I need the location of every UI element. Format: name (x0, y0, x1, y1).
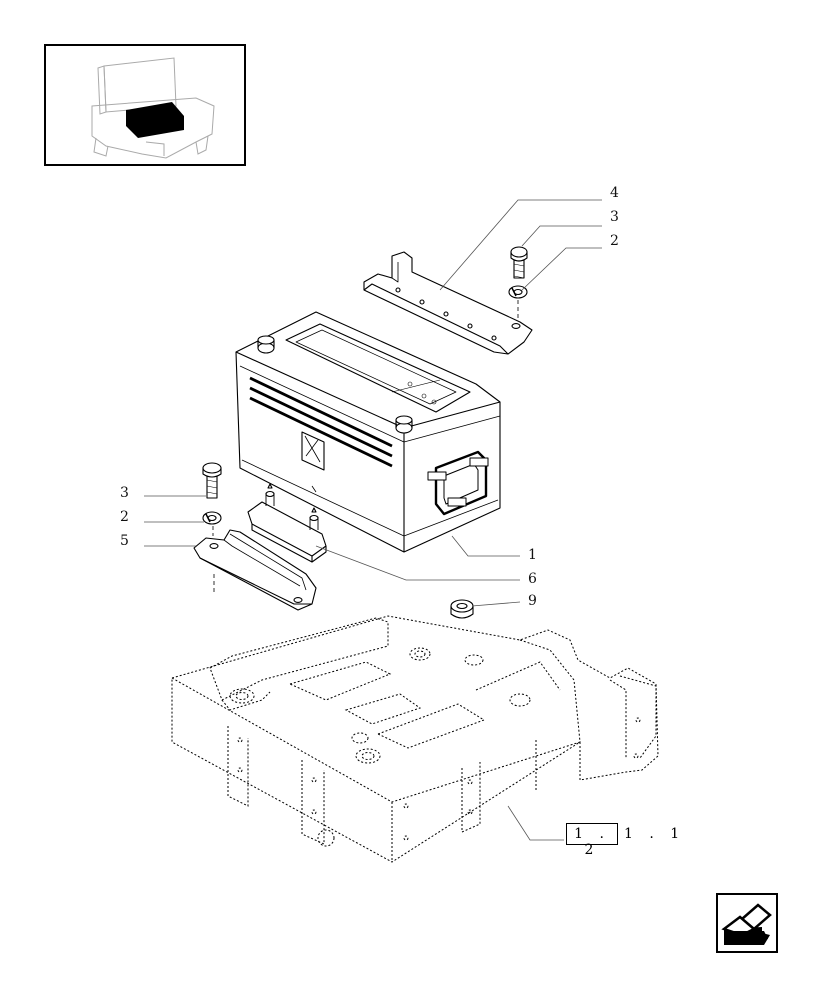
callout-3-upper: 3 (610, 209, 619, 225)
lower-clamp-plate (193, 529, 317, 611)
leader-lines (144, 199, 602, 841)
cross-reference-boxed[interactable]: 1 . 2 (574, 826, 610, 858)
lower-washer (202, 511, 222, 525)
callout-5: 5 (120, 533, 129, 549)
callout-6: 6 (528, 571, 537, 587)
previous-page-arrow-icon (721, 903, 772, 945)
location-thumbnail (44, 44, 246, 166)
upper-bolt (510, 246, 528, 279)
cross-reference-rest: 1 . 1 (624, 826, 686, 842)
locator-block (247, 483, 327, 563)
callout-3-lower: 3 (120, 485, 129, 501)
callout-1: 1 (528, 547, 537, 563)
cross-reference-box[interactable] (566, 823, 618, 845)
battery (235, 311, 501, 553)
callout-4: 4 (610, 185, 619, 201)
callout-9: 9 (528, 593, 537, 609)
callout-2-lower: 2 (120, 509, 129, 525)
location-thumbnail-icon (91, 57, 215, 159)
lower-bolt (202, 462, 222, 499)
top-clamp-bracket (363, 251, 533, 355)
battery-tray-frame (171, 615, 659, 863)
previous-page-button[interactable] (716, 893, 778, 953)
callout-2-upper: 2 (610, 233, 619, 249)
rubber-pad (450, 599, 474, 619)
